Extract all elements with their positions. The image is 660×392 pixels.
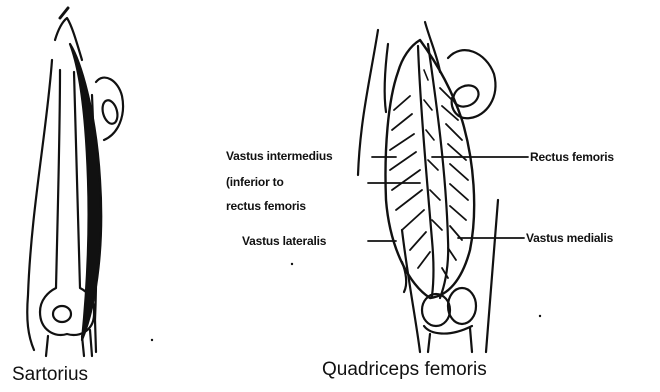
speck [291, 263, 293, 265]
patella-right [448, 288, 476, 324]
quad-outline-left-inner [385, 44, 388, 112]
femur-left-edge [40, 70, 60, 312]
sartorius-hip-bone [96, 78, 123, 140]
sartorius-top-mark [60, 8, 68, 18]
quad-hip-bone [448, 50, 495, 118]
sartorius-acetabulum [100, 99, 120, 126]
vastus-lateralis-fibers [390, 96, 430, 268]
femur-condyle-notch [53, 306, 71, 322]
label-vastus-intermedius: Vastus intermedius [226, 149, 332, 163]
label-vastus-lateralis: Vastus lateralis [242, 234, 326, 248]
quad-lateral-detail [402, 262, 406, 292]
quad-outline-left-upper [358, 30, 378, 175]
quad-outline-right [486, 200, 498, 352]
quadriceps-drawing [358, 22, 498, 352]
knee-joint [424, 326, 472, 334]
rectus-femoris-fibers [424, 70, 442, 230]
label-vastus-intermedius-note-1: (inferior to [226, 175, 284, 189]
speck [539, 315, 541, 317]
quad-acetabulum [450, 81, 482, 110]
speck [151, 339, 153, 341]
sartorius-top-outline [55, 18, 82, 60]
caption-sartorius: Sartorius [12, 364, 88, 386]
quad-outline-top [425, 22, 440, 72]
sartorius-drawing [27, 8, 123, 356]
quad-muscle-outline [386, 40, 475, 298]
label-rectus-femoris: Rectus femoris [530, 150, 614, 164]
patella-left [422, 294, 450, 326]
caption-quadriceps-femoris: Quadriceps femoris [322, 359, 487, 381]
label-vastus-medialis: Vastus medialis [526, 231, 613, 245]
label-vastus-intermedius-note-2: rectus femoris [226, 199, 306, 213]
